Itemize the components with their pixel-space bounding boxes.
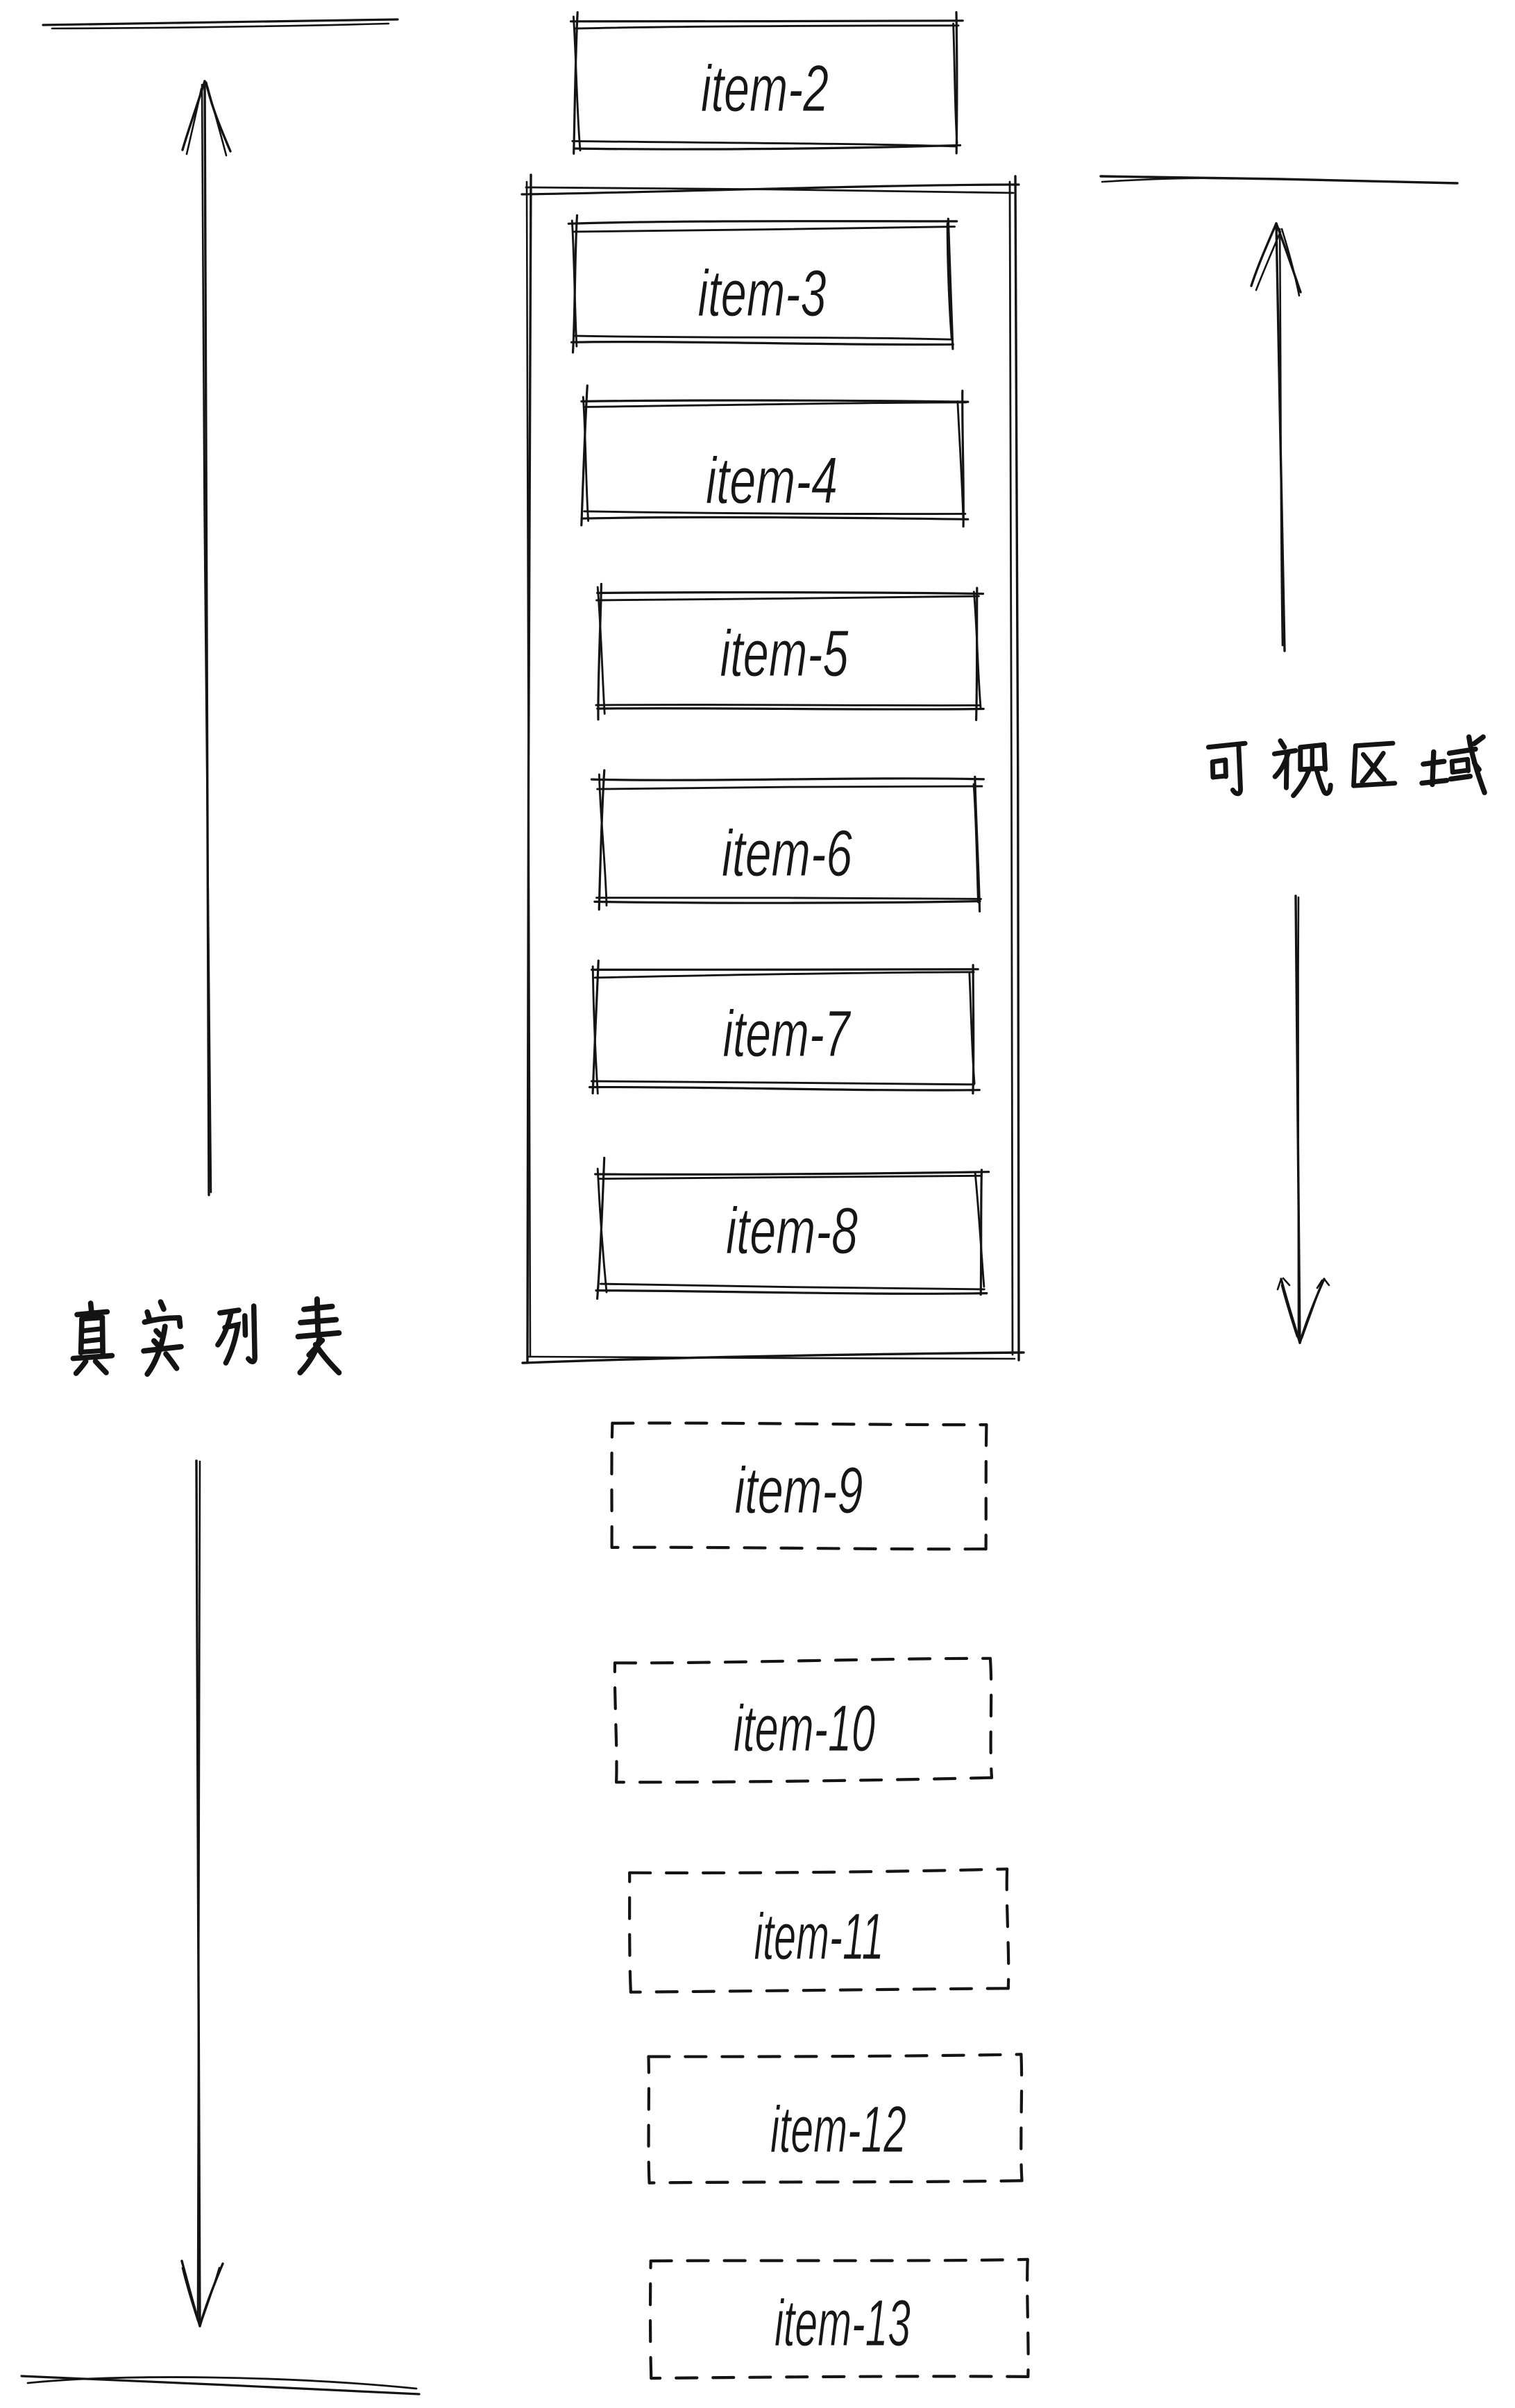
- svg-text:item-13: item-13: [775, 2287, 911, 2360]
- svg-text:item-3: item-3: [698, 257, 827, 330]
- svg-text:item-11: item-11: [754, 1900, 884, 1974]
- svg-text:item-8: item-8: [726, 1194, 858, 1268]
- svg-text:item-2: item-2: [701, 52, 829, 126]
- svg-text:item-5: item-5: [720, 617, 849, 690]
- svg-text:item-10: item-10: [734, 1692, 875, 1765]
- svg-text:item-9: item-9: [735, 1454, 863, 1527]
- svg-text:item-6: item-6: [722, 817, 852, 890]
- svg-text:item-7: item-7: [723, 997, 852, 1071]
- svg-text:item-4: item-4: [706, 444, 838, 518]
- svg-text:item-12: item-12: [770, 2093, 906, 2167]
